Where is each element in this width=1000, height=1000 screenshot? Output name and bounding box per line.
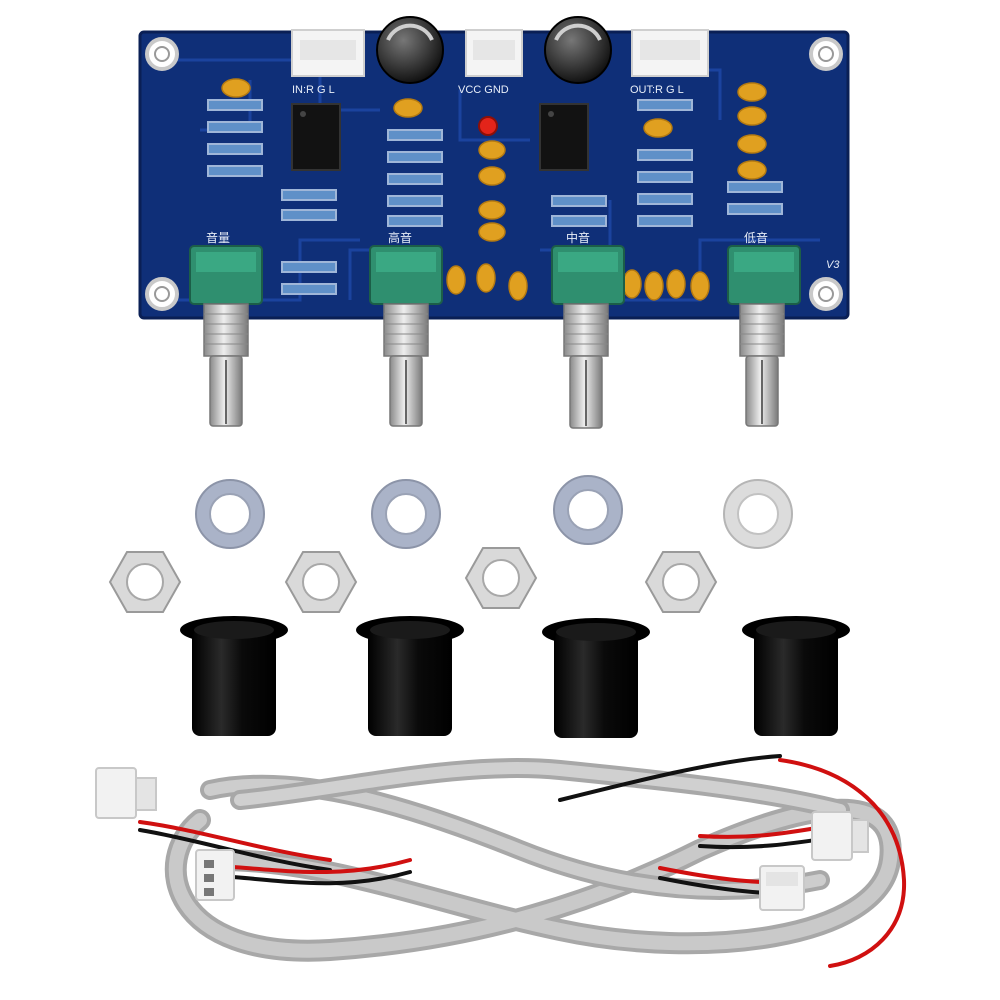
harness-connector [95,767,157,819]
knob-label-bass: 低音 [744,230,768,245]
washer [553,475,623,545]
electrolytic-capacitor [544,16,612,84]
potentiometer-volume [189,245,263,305]
harness-connector [759,865,805,911]
pot-shaft-bass [739,303,785,427]
electrolytic-capacitor [376,16,444,84]
potentiometer-mid [551,245,625,305]
knob-label-volume: 音量 [206,230,230,245]
power-label: VCC GND [458,84,509,96]
version-mark: V3 [826,259,840,271]
washer [195,479,265,549]
cable-harness [138,754,907,968]
power-led [478,116,498,136]
mounting-hole [809,37,843,71]
potentiometer-treble [369,245,443,305]
ceramic-capacitors [221,78,767,301]
resistor-array [207,99,783,295]
washer [723,479,793,549]
mounting-hole [809,277,843,311]
knob-cap [542,618,650,738]
knob-label-treble: 高音 [388,230,412,245]
knob-cap [180,616,288,736]
hex-nut [284,551,358,613]
knob-cap [356,616,464,736]
washer [371,479,441,549]
hex-nut [644,551,718,613]
pot-shaft-mid [563,303,609,429]
potentiometer-bass [727,245,801,305]
mounting-hole [145,37,179,71]
pcb-board: IN:R G L VCC GND OUT:R G L V3 音量 高音 中音 低… [138,16,850,320]
power-connector [465,29,523,77]
input-label: IN:R G L [292,84,335,96]
hex-nut [108,551,182,613]
harness-connector [195,849,235,901]
pot-shaft-volume [203,303,249,427]
pot-shaft-treble [383,303,429,427]
knob-label-mid: 中音 [566,230,590,245]
knob-cap [742,616,850,736]
harness-connector [811,811,869,861]
mounting-hole [145,277,179,311]
output-connector [631,29,709,77]
output-label: OUT:R G L [630,84,684,96]
op-amp-chip [539,103,589,171]
op-amp-chip [291,103,341,171]
input-connector [291,29,365,77]
hex-nut [464,547,538,609]
